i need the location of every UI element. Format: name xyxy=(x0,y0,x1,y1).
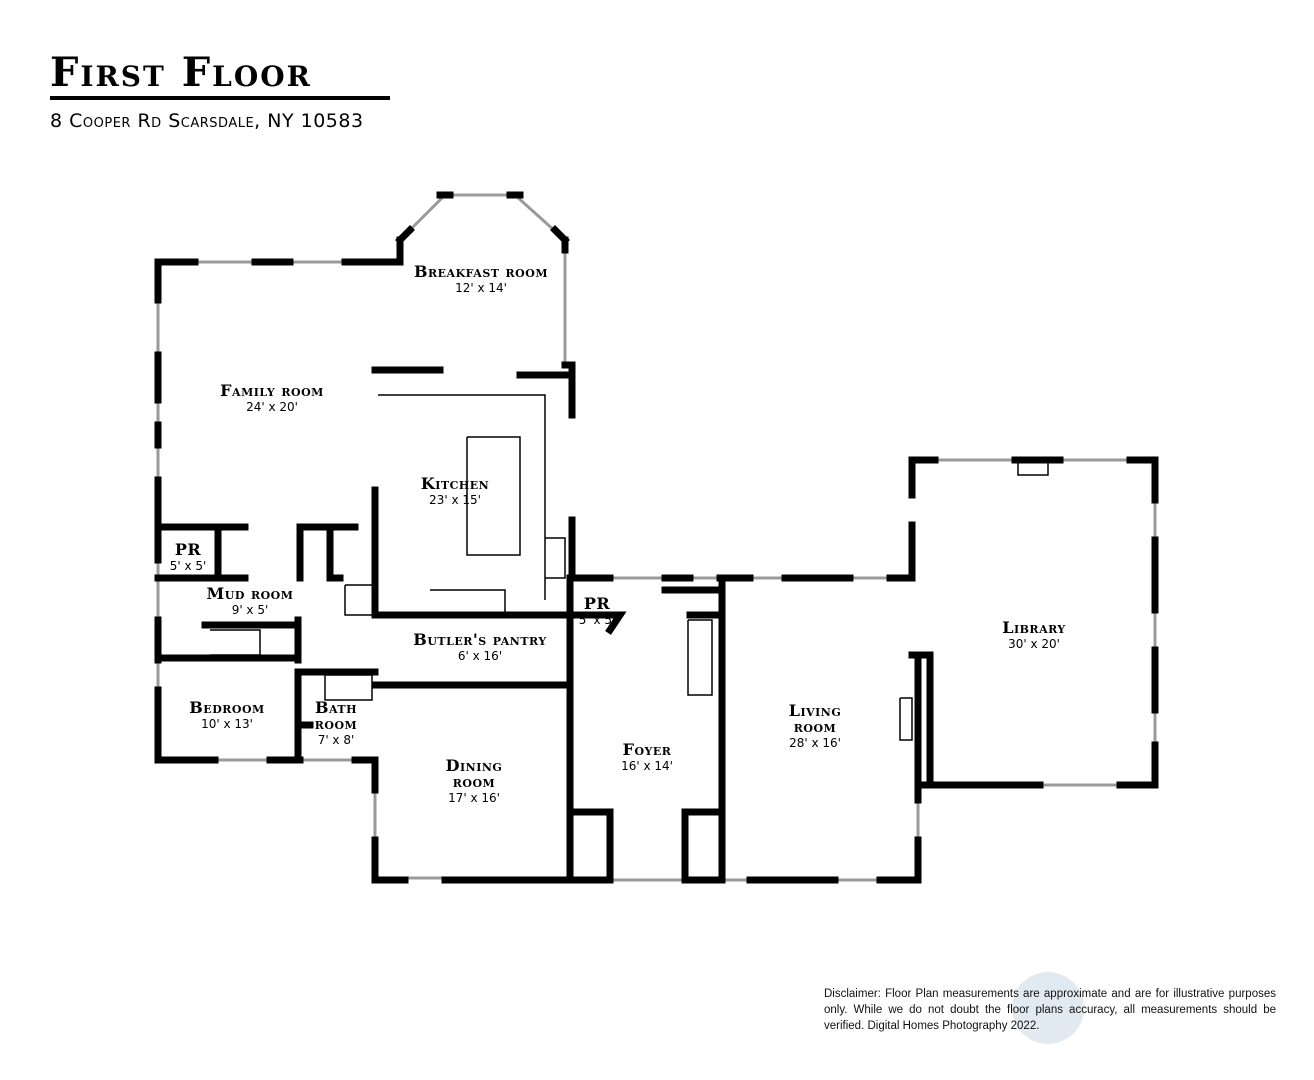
disclaimer: Disclaimer: Floor Plan measurements are … xyxy=(824,988,1276,1032)
wall-segment xyxy=(395,225,415,245)
wall-segment xyxy=(568,611,627,635)
wall-segment xyxy=(876,836,922,884)
fixture-outline xyxy=(687,619,713,696)
wall-segment xyxy=(568,516,614,582)
fixture-outline xyxy=(899,697,913,741)
watermark-logo xyxy=(1012,972,1084,1044)
walls xyxy=(154,191,1159,884)
fixture-outline xyxy=(378,394,546,600)
page-title: First Floor xyxy=(50,49,312,96)
wall-segment xyxy=(1126,456,1159,504)
fixture-outline xyxy=(1017,460,1049,476)
wall-segment xyxy=(914,781,1044,804)
wall-segment xyxy=(561,361,576,419)
windows xyxy=(156,193,1157,882)
wall-segment xyxy=(1116,741,1159,789)
fixture-outline xyxy=(466,436,521,556)
address: 8 Cooper Rd Scarsdale, NY 10583 xyxy=(50,110,364,132)
wall-segment xyxy=(566,808,614,884)
wall-segment xyxy=(351,756,379,794)
wall-segment xyxy=(908,651,934,789)
wall-segment xyxy=(908,456,939,499)
fixture-outline xyxy=(430,589,506,615)
wall-segment xyxy=(371,836,409,884)
wall-segment xyxy=(326,523,344,582)
fixture-outline xyxy=(210,629,261,656)
interior-fixtures xyxy=(210,394,1049,741)
fixture-outline xyxy=(344,584,376,616)
title-underline xyxy=(50,96,390,100)
fixture-outline xyxy=(545,537,566,579)
fixture-outline xyxy=(324,674,373,701)
